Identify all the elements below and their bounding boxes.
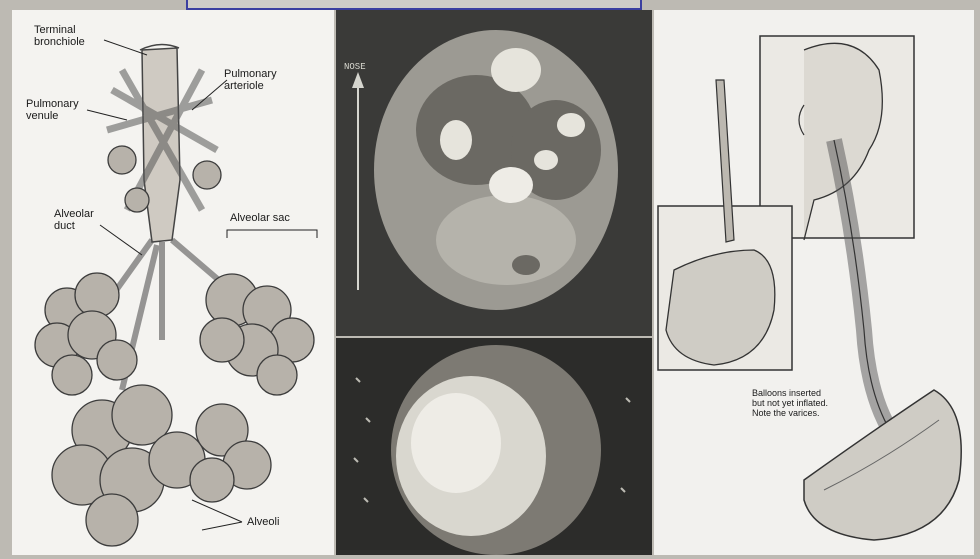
lung-scan-image: NOSE xyxy=(336,10,652,336)
label-alveolar-sac: Alveolar sac xyxy=(230,212,290,224)
lung-drawing xyxy=(12,10,334,555)
sphere-drawing xyxy=(336,338,652,555)
top-frame-border xyxy=(186,0,642,10)
scan-drawing xyxy=(336,10,652,336)
label-alveoli: Alveoli xyxy=(247,516,279,528)
diagram-caption: Balloons inserted but not yet inflated. … xyxy=(752,388,828,418)
diagram-drawing xyxy=(654,10,974,555)
sphere-scan-image xyxy=(336,338,652,555)
label-pulmonary-venule: Pulmonary venule xyxy=(26,98,79,122)
label-alveolar-duct: Alveolar duct xyxy=(54,208,94,232)
lung-anatomy-illustration: Terminal bronchiole Pulmonary arteriole … xyxy=(12,10,334,555)
scan-orientation-label: NOSE xyxy=(344,62,366,72)
balloon-tamponade-diagram: Balloons inserted but not yet inflated. … xyxy=(654,10,974,555)
label-terminal-bronchiole: Terminal bronchiole xyxy=(34,24,85,48)
label-pulmonary-arteriole: Pulmonary arteriole xyxy=(224,68,277,92)
